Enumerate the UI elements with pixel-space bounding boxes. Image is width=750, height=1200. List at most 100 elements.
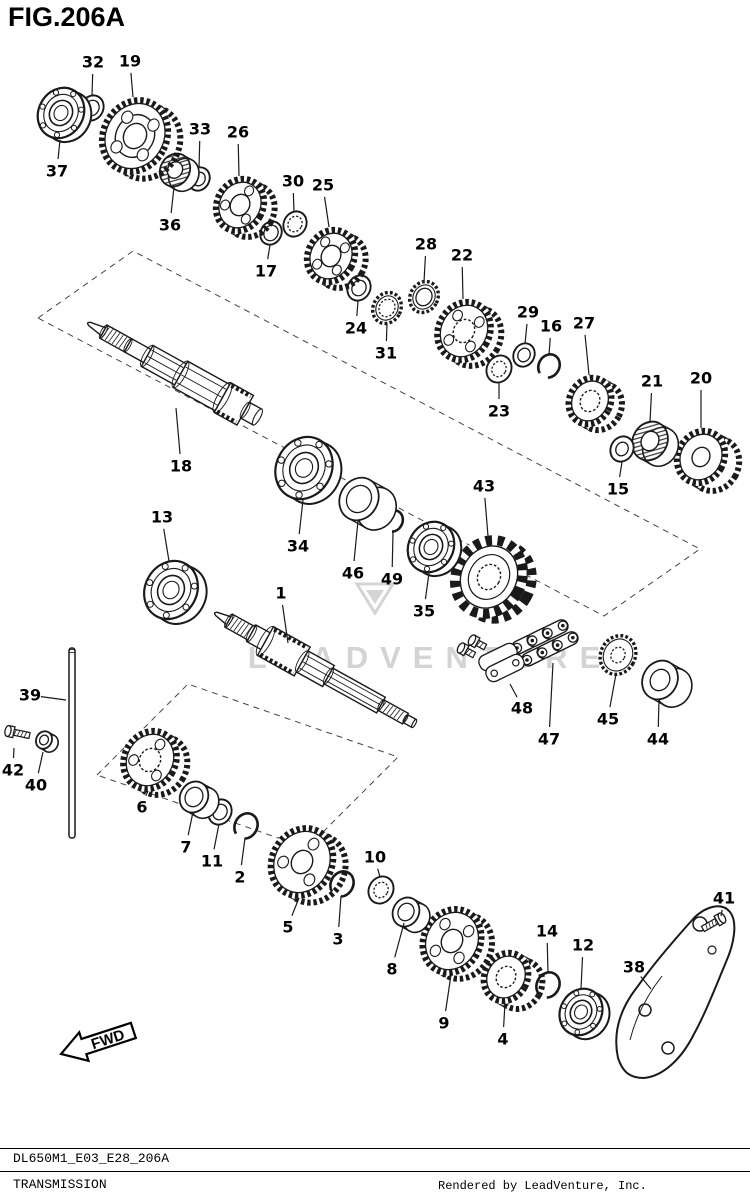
callout-number[interactable]: 8 (386, 960, 397, 979)
callout-number[interactable]: 46 (342, 564, 364, 583)
callout-4[interactable]: 4 (497, 1002, 509, 1049)
callout-number[interactable]: 15 (607, 480, 629, 499)
callout-29[interactable]: 29 (517, 303, 539, 345)
callout-number[interactable]: 9 (438, 1014, 449, 1033)
callout-33[interactable]: 33 (189, 120, 211, 169)
callout-number[interactable]: 48 (511, 699, 533, 718)
callout-number[interactable]: 43 (473, 477, 495, 496)
callout-number[interactable]: 10 (364, 848, 386, 867)
callout-49[interactable]: 49 (381, 531, 403, 589)
callout-15[interactable]: 15 (607, 461, 629, 499)
callout-number[interactable]: 6 (136, 798, 147, 817)
callout-37[interactable]: 37 (46, 139, 68, 181)
callout-number[interactable]: 14 (536, 922, 558, 941)
callout-number[interactable]: 13 (151, 508, 173, 527)
callout-45[interactable]: 45 (597, 673, 619, 729)
callout-46[interactable]: 46 (342, 520, 364, 583)
callout-number[interactable]: 22 (451, 246, 473, 265)
callout-34[interactable]: 34 (287, 499, 309, 556)
callout-number[interactable]: 39 (19, 686, 41, 705)
callout-number[interactable]: 4 (497, 1030, 508, 1049)
callout-40[interactable]: 40 (25, 751, 47, 795)
callout-36[interactable]: 36 (159, 186, 181, 235)
part-15 (609, 435, 635, 463)
callout-2[interactable]: 2 (234, 837, 246, 887)
callout-38[interactable]: 38 (623, 958, 652, 990)
callout-number[interactable]: 25 (312, 176, 334, 195)
callout-number[interactable]: 49 (381, 570, 403, 589)
callout-44[interactable]: 44 (647, 698, 669, 749)
callout-26[interactable]: 26 (227, 123, 249, 177)
callout-43[interactable]: 43 (473, 477, 495, 537)
callout-17[interactable]: 17 (255, 244, 277, 281)
callout-9[interactable]: 9 (438, 974, 452, 1033)
callout-27[interactable]: 27 (573, 314, 595, 376)
callout-number[interactable]: 34 (287, 537, 309, 556)
callout-8[interactable]: 8 (386, 922, 405, 979)
callout-47[interactable]: 47 (538, 662, 560, 749)
callout-number[interactable]: 20 (690, 369, 712, 388)
callout-7[interactable]: 7 (180, 811, 194, 857)
callout-5[interactable]: 5 (282, 897, 300, 937)
callout-41[interactable]: 41 (713, 889, 735, 917)
callout-number[interactable]: 47 (538, 730, 560, 749)
callout-number[interactable]: 36 (159, 216, 181, 235)
callout-1[interactable]: 1 (275, 584, 289, 644)
callout-19[interactable]: 19 (119, 52, 141, 98)
callout-number[interactable]: 28 (415, 235, 437, 254)
callout-number[interactable]: 40 (25, 776, 47, 795)
callout-28[interactable]: 28 (415, 235, 437, 283)
callout-number[interactable]: 45 (597, 710, 619, 729)
callout-number[interactable]: 44 (647, 730, 669, 749)
callout-10[interactable]: 10 (364, 848, 386, 878)
callout-16[interactable]: 16 (540, 317, 562, 356)
callout-number[interactable]: 21 (641, 372, 663, 391)
callout-number[interactable]: 41 (713, 889, 735, 908)
callout-number[interactable]: 23 (488, 402, 510, 421)
callout-number[interactable]: 38 (623, 958, 645, 977)
callout-number[interactable]: 19 (119, 52, 141, 71)
callout-39[interactable]: 39 (19, 686, 67, 705)
callout-14[interactable]: 14 (536, 922, 558, 974)
callout-18[interactable]: 18 (170, 407, 192, 476)
callout-number[interactable]: 31 (375, 344, 397, 363)
callout-number[interactable]: 33 (189, 120, 211, 139)
part-16 (536, 353, 562, 379)
callout-24[interactable]: 24 (345, 300, 367, 338)
callout-number[interactable]: 3 (332, 930, 343, 949)
callout-25[interactable]: 25 (312, 176, 334, 228)
callout-12[interactable]: 12 (572, 936, 594, 990)
callout-42[interactable]: 42 (2, 747, 24, 780)
callout-number[interactable]: 12 (572, 936, 594, 955)
callout-35[interactable]: 35 (413, 572, 435, 621)
callout-number[interactable]: 37 (46, 162, 68, 181)
callout-number[interactable]: 35 (413, 602, 435, 621)
callout-20[interactable]: 20 (690, 369, 712, 429)
callout-number[interactable]: 1 (275, 584, 286, 603)
callout-21[interactable]: 21 (641, 372, 663, 423)
callout-13[interactable]: 13 (151, 508, 173, 562)
callout-number[interactable]: 27 (573, 314, 595, 333)
callout-number[interactable]: 32 (82, 53, 104, 72)
callout-number[interactable]: 18 (170, 457, 192, 476)
callout-11[interactable]: 11 (201, 823, 223, 871)
callout-number[interactable]: 26 (227, 123, 249, 142)
callout-number[interactable]: 5 (282, 918, 293, 937)
callout-number[interactable]: 2 (234, 868, 245, 887)
callout-number[interactable]: 7 (180, 838, 191, 857)
callout-31[interactable]: 31 (375, 323, 397, 363)
callout-30[interactable]: 30 (282, 172, 304, 213)
callout-22[interactable]: 22 (451, 246, 473, 300)
callout-48[interactable]: 48 (509, 683, 533, 718)
callout-number[interactable]: 16 (540, 317, 562, 336)
callout-6[interactable]: 6 (136, 790, 149, 817)
callout-number[interactable]: 29 (517, 303, 539, 322)
callout-3[interactable]: 3 (332, 895, 344, 949)
callout-number[interactable]: 30 (282, 172, 304, 191)
callout-number[interactable]: 42 (2, 761, 24, 780)
callout-number[interactable]: 11 (201, 852, 223, 871)
callout-23[interactable]: 23 (488, 383, 510, 421)
callout-number[interactable]: 24 (345, 319, 367, 338)
callout-32[interactable]: 32 (82, 53, 104, 97)
callout-number[interactable]: 17 (255, 262, 277, 281)
